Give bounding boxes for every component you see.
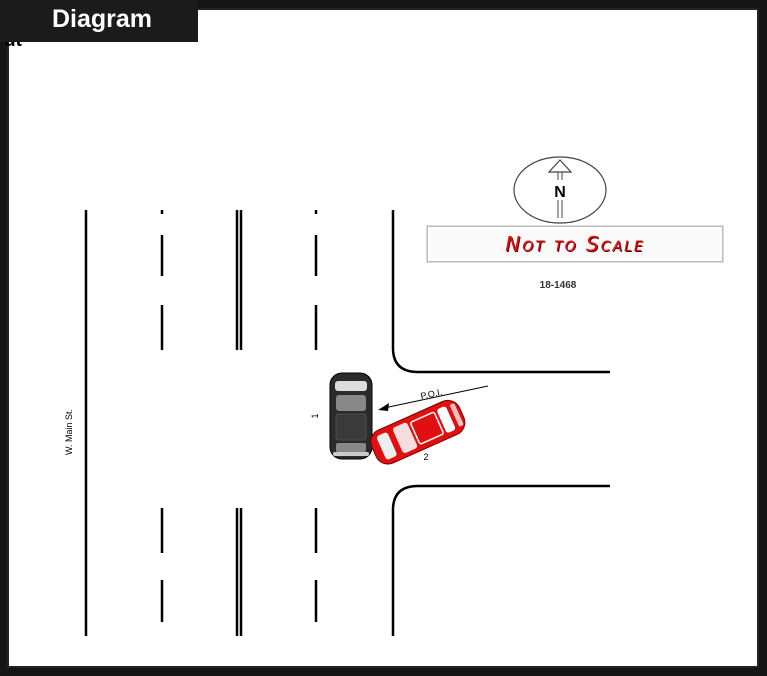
vehicle-1-icon [329, 372, 373, 460]
north-arrow-icon [513, 156, 607, 224]
north-label: N [554, 184, 566, 201]
vehicle-2-icon [370, 399, 466, 465]
tab-title: Diagram [52, 5, 153, 33]
case-number: 18-1468 [539, 280, 577, 291]
road-edge-east-north [391, 210, 610, 374]
diagram-canvas [7, 8, 759, 668]
street-label: W. Main St. [64, 409, 74, 455]
scale-label: Not to Scale [505, 232, 645, 256]
center-double-line [235, 210, 243, 636]
poi-label: P.O.I. [420, 387, 443, 401]
scale-notice: Not to Scale [427, 226, 723, 262]
vehicle-2-label: 2 [423, 452, 428, 462]
vehicle-1-label: 1 [310, 413, 320, 418]
road-edge-east-south [391, 484, 610, 636]
poi-arrow-icon [378, 385, 489, 411]
diagram-tab[interactable]: Diagram [0, 0, 198, 42]
